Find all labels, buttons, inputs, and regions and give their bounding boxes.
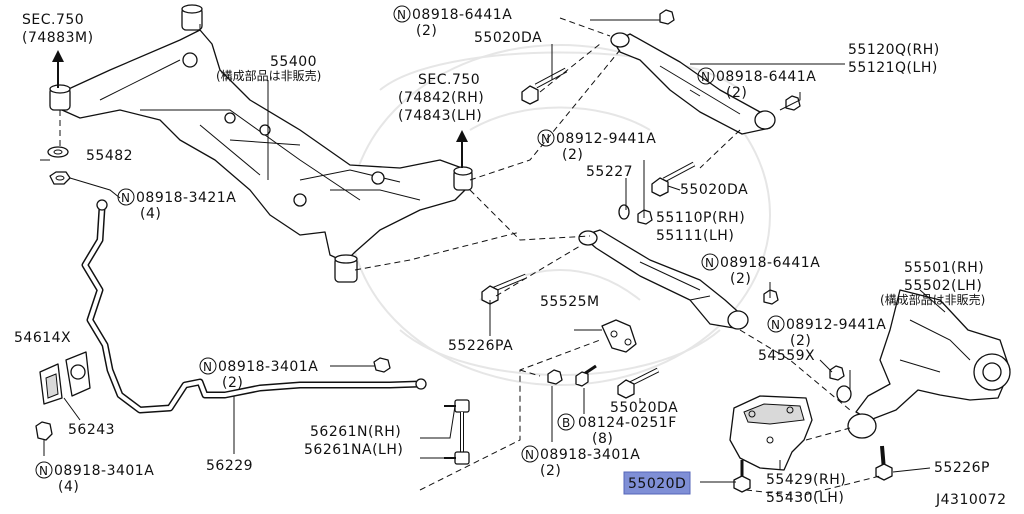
lower-link-55110p[interactable] <box>578 229 749 330</box>
washer-54559x[interactable] <box>836 385 852 403</box>
bolt-lower-link-55020da[interactable] <box>651 161 696 197</box>
label-55020d: 55020D <box>628 476 686 492</box>
label-55111: 55111(LH) <box>656 228 734 244</box>
nut-stabilizer-link[interactable] <box>373 357 391 373</box>
bolt-upper-link-55020da[interactable] <box>521 67 568 105</box>
label-55227: 55227 <box>586 164 633 180</box>
diagram-code: J4310072 <box>935 492 1006 508</box>
label-55020da-mid: 55020DA <box>680 182 748 198</box>
nut-marker-icon: N <box>397 8 406 22</box>
label-55400: 55400 <box>270 54 317 70</box>
rear-suspension-member[interactable] <box>49 4 473 283</box>
label-08912-9441a-low: 08912-9441A <box>786 317 886 333</box>
label-sec750a-1: SEC.750 <box>22 12 84 28</box>
bolt-marker-icon: B <box>562 416 570 430</box>
nut-marker-icon: N <box>203 360 212 374</box>
label-55501-note: (構成部品は非販売) <box>880 292 985 307</box>
nut-lower-link[interactable] <box>763 289 779 305</box>
arrow-sec750-left <box>52 50 64 88</box>
label-08918-3401a-left: 08918-3401A <box>54 463 154 479</box>
label-08918-6441a-mid: 08918-6441A <box>716 69 816 85</box>
label-55226pa: 55226PA <box>448 338 513 354</box>
label-55501: 55501(RH) <box>904 260 984 276</box>
bolt-bracket-08124[interactable] <box>575 364 597 387</box>
label-08918-3401a-bot: 08918-3401A <box>540 447 640 463</box>
label-08918-6441a-low: 08918-6441A <box>720 255 820 271</box>
label-54559x: 54559X <box>758 348 815 364</box>
label-55120q: 55120Q(RH) <box>848 42 940 58</box>
bolt-bracket-55020da[interactable] <box>617 367 660 399</box>
label-sec750b-1: SEC.750 <box>418 72 480 88</box>
nut-55227[interactable] <box>637 209 653 225</box>
label-08918-3421a: 08918-3421A <box>136 190 236 206</box>
label-08912-9441a-mid: 08912-9441A <box>556 131 656 147</box>
label-55430: 55430(LH) <box>766 490 844 506</box>
bolt-mount-55020d[interactable] <box>733 460 751 493</box>
label-08918-3401a-mid-qty: (2) <box>222 375 243 391</box>
label-08918-6441a-top-qty: (2) <box>416 23 437 39</box>
label-08124-0251f-qty: (8) <box>592 431 613 447</box>
mount-bracket-55429[interactable] <box>729 395 813 471</box>
label-08918-3421a-qty: (4) <box>140 206 161 222</box>
dashed-guide-lines <box>59 17 881 497</box>
highlighted-part-55020d[interactable]: 55020D <box>623 471 691 495</box>
nut-marker-icon: N <box>121 191 130 205</box>
label-55482: 55482 <box>86 148 133 164</box>
bolt-55226p[interactable] <box>875 445 893 481</box>
label-sec750a-2: (74883M) <box>22 30 94 46</box>
label-56261n: 56261N(RH) <box>310 424 401 440</box>
nut-marker-icon: N <box>705 256 714 270</box>
stabilizer-clamp-56243[interactable] <box>65 351 91 397</box>
washer-55482[interactable] <box>47 146 69 158</box>
label-55502: 55502(LH) <box>904 278 982 294</box>
stabilizer-bar[interactable] <box>81 199 427 414</box>
label-55226p: 55226P <box>934 460 990 476</box>
nut-54559x[interactable] <box>829 365 845 381</box>
arrow-sec750-right <box>456 130 468 168</box>
nut-marker-icon: N <box>525 448 534 462</box>
rear-knuckle-55501[interactable] <box>847 289 1011 439</box>
nut-marker-icon: N <box>39 464 48 478</box>
label-08918-6441a-mid-qty: (2) <box>726 85 747 101</box>
nut-upper-link-top[interactable] <box>659 9 675 25</box>
upper-link-55120q[interactable] <box>610 32 776 135</box>
nut-bracket-left[interactable] <box>547 369 563 385</box>
label-08912-9441a-low-qty: (2) <box>790 333 811 349</box>
leader-lines <box>40 19 946 483</box>
bracket-55525m[interactable] <box>601 319 637 353</box>
label-54614x: 54614X <box>14 330 71 346</box>
label-55110p: 55110P(RH) <box>656 210 745 226</box>
label-08918-6441a-low-qty: (2) <box>730 271 751 287</box>
stabilizer-link[interactable] <box>444 399 470 465</box>
bolt-55226pa[interactable] <box>481 273 527 305</box>
callout-labels: SEC.750 (74883M) 55400 (構成部品は非販売) SEC.75… <box>14 5 1006 508</box>
nut-member-mount[interactable] <box>49 171 71 185</box>
label-56229: 56229 <box>206 458 253 474</box>
label-08912-9441a-mid-qty: (2) <box>562 147 583 163</box>
label-sec750b-2: (74842(RH) <box>398 90 484 106</box>
label-56243: 56243 <box>68 422 115 438</box>
label-sec750b-3: (74843(LH) <box>398 108 482 124</box>
label-08918-3401a-mid: 08918-3401A <box>218 359 318 375</box>
label-55121q: 55121Q(LH) <box>848 60 938 76</box>
label-08124-0251f: 08124-0251F <box>578 415 677 431</box>
nut-marker-icon: N <box>771 318 780 332</box>
nut-marker-icon: N <box>701 70 710 84</box>
label-55020da-top: 55020DA <box>474 30 542 46</box>
label-55020da-low: 55020DA <box>610 400 678 416</box>
label-55400-note: (構成部品は非販売) <box>216 68 321 83</box>
stabilizer-bushing-54614x[interactable] <box>39 363 63 405</box>
washer-55227[interactable] <box>618 204 630 220</box>
label-08918-6441a-top: 08918-6441A <box>412 7 512 23</box>
nut-stabilizer-clamp[interactable] <box>35 421 53 441</box>
label-08918-3401a-bot-qty: (2) <box>540 463 561 479</box>
nut-marker-icon: N <box>541 132 550 146</box>
label-55525m: 55525M <box>540 294 600 310</box>
label-56261na: 56261NA(LH) <box>304 442 403 458</box>
label-55429: 55429(RH) <box>766 472 846 488</box>
label-08918-3401a-left-qty: (4) <box>58 479 79 495</box>
